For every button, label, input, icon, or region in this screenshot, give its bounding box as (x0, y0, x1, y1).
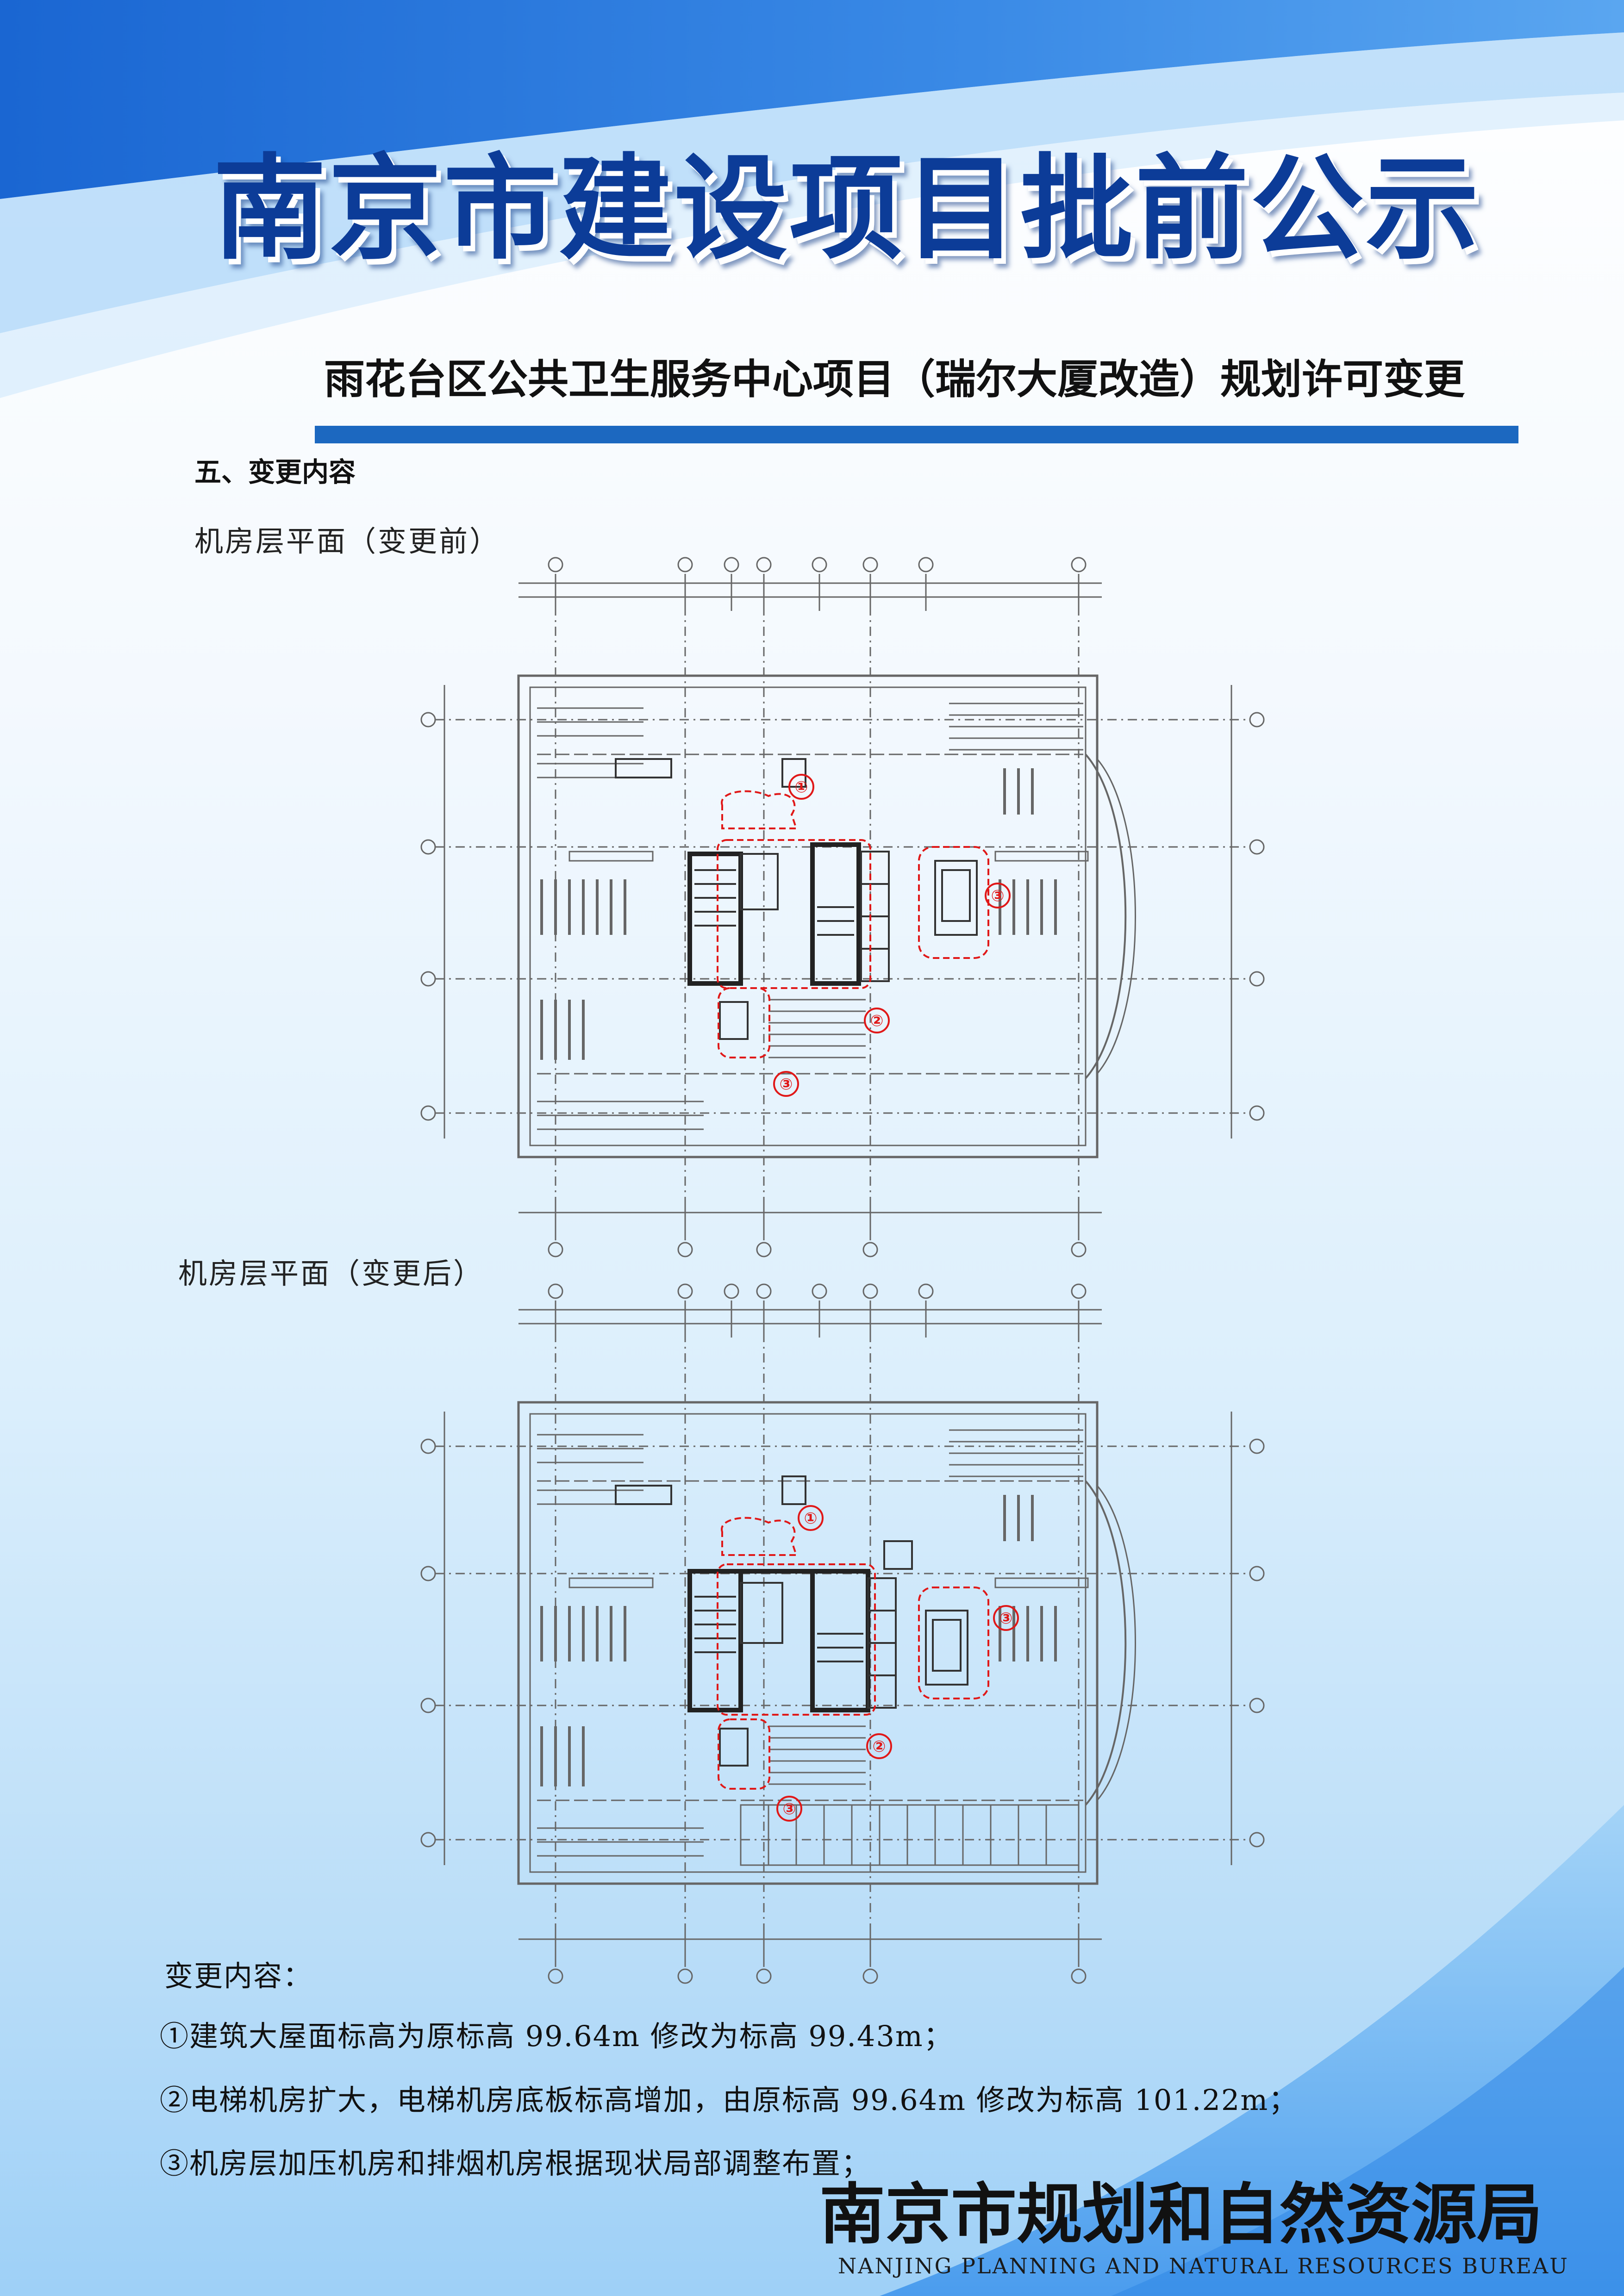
plan-after-label: 机房层平面（变更后） (178, 1257, 484, 1290)
change-item-3: ③机房层加压机房和排烟机房根据现状局部调整布置； (160, 2147, 871, 2180)
floor-plan-before: ① ③ ② ③ (420, 557, 1265, 1257)
project-subtitle: 雨花台区公共卫生服务中心项目（瑞尔大厦改造）规划许可变更 (324, 355, 1465, 403)
bureau-name-en: NANJING PLANNING AND NATURAL RESOURCES B… (838, 2253, 1569, 2278)
bureau-name-cn: 南京市规划和自然资源局 (819, 2176, 1543, 2253)
changes-heading: 变更内容： (164, 1959, 313, 1993)
marker-2: ② (873, 1737, 886, 1756)
marker-3: ③ (780, 1075, 793, 1094)
plan-before-label: 机房层平面（变更前） (194, 524, 500, 558)
marker-1: ① (804, 1509, 818, 1528)
marker-2: ② (870, 1012, 884, 1030)
change-item-2: ②电梯机房扩大，电梯机房底板标高增加，由原标高 99.64m 修改为标高 101… (160, 2083, 1299, 2117)
section-heading: 五、变更内容 (194, 456, 356, 488)
marker-3: ③ (783, 1800, 796, 1818)
marker-1: ① (795, 778, 808, 796)
change-item-1: ①建筑大屋面标高为原标高 99.64m 修改为标高 99.43m； (160, 2019, 953, 2053)
floor-plan-after: ① ③ ② ③ (420, 1283, 1265, 1984)
title-underline-bar (315, 426, 1518, 443)
marker-3: ③ (991, 887, 1005, 905)
page-title: 南京市建设项目批前公示 (213, 142, 1481, 275)
marker-3: ③ (999, 1609, 1013, 1628)
